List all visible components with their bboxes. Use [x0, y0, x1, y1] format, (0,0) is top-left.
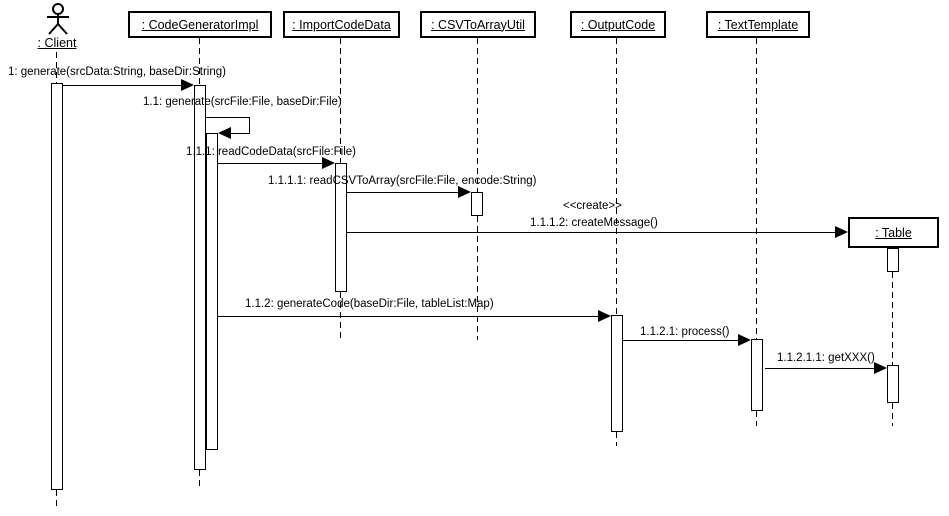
message-label: 1.1.2.1: process() [640, 326, 730, 338]
message-label: 1.1.1.1: readCSVToArray(srcFile:File, en… [268, 175, 537, 187]
message-line [218, 316, 598, 317]
lifeline-box-label: : OutputCode [580, 17, 656, 32]
object-box-table[interactable]: : Table [848, 217, 939, 248]
lifeline-box-import-code-data[interactable]: : ImportCodeData [283, 11, 400, 38]
message-line [347, 192, 458, 193]
stereotype-label: <<create>> [563, 200, 622, 212]
activation-import-code-data[interactable] [335, 163, 347, 292]
activation-output-code[interactable] [611, 315, 623, 432]
lifeline-box-label: : CSVToArrayUtil [431, 17, 525, 32]
lifeline-table-seg2 [892, 403, 893, 426]
self-message-top-line [206, 117, 250, 118]
actor-label: : Client [37, 36, 77, 50]
message-line [623, 340, 738, 341]
message-label: 1.1.2.1.1: getXXX() [777, 352, 875, 364]
activation-code-generator-impl-outer[interactable] [194, 85, 206, 470]
lifeline-box-label: : CodeGeneratorImpl [141, 17, 259, 32]
arrowhead-icon [322, 157, 335, 169]
activation-table-getxxx[interactable] [887, 365, 899, 403]
actor-stick-figure-icon [47, 3, 69, 35]
self-message-return-line [231, 133, 250, 134]
lifeline-box-label: : ImportCodeData [292, 17, 391, 32]
message-label: 1.1: generate(srcFile:File, baseDir:File… [143, 96, 342, 108]
lifeline-client-seg1 [56, 52, 57, 83]
arrowhead-icon [835, 226, 848, 238]
self-message-side-line [249, 117, 250, 133]
message-line [218, 163, 323, 164]
message-label: 1.1.1: readCodeData(srcFile:File) [186, 146, 357, 158]
message-line [63, 85, 182, 86]
arrowhead-icon [598, 310, 611, 322]
activation-csv-to-array-util[interactable] [471, 192, 483, 216]
arrowhead-icon [738, 334, 751, 346]
message-label: 1.1.1.2: createMessage() [530, 217, 658, 229]
activation-code-generator-impl-inner[interactable] [206, 133, 218, 450]
arrowhead-icon [458, 186, 471, 198]
message-label: 1.1.2: generateCode(baseDir:File, tableL… [245, 298, 494, 310]
lifeline-box-text-template[interactable]: : TextTemplate [706, 11, 810, 38]
arrowhead-icon [181, 79, 194, 91]
lifeline-text-template-seg1 [756, 38, 757, 339]
lifeline-box-csv-to-array-util[interactable]: : CSVToArrayUtil [420, 11, 536, 38]
message-label: 1: generate(srcData:String, baseDir:Stri… [8, 66, 226, 78]
lifeline-output-code-seg1 [616, 38, 617, 315]
lifeline-table-seg1 [892, 272, 893, 365]
arrowhead-icon [874, 362, 887, 374]
lifeline-box-code-generator-impl[interactable]: : CodeGeneratorImpl [128, 11, 272, 38]
object-box-label: : Table [875, 225, 912, 240]
message-line [765, 368, 874, 369]
activation-client[interactable] [51, 83, 63, 490]
arrowhead-icon [218, 127, 231, 139]
activation-text-template[interactable] [751, 339, 763, 411]
lifeline-import-code-data-seg1 [340, 38, 341, 163]
lifeline-csv-to-array-util-seg1 [477, 38, 478, 192]
lifeline-output-code-seg2 [616, 432, 617, 446]
message-line [347, 232, 835, 233]
lifeline-code-generator-impl-seg1 [199, 38, 200, 85]
activation-table-create[interactable] [887, 248, 899, 272]
lifeline-csv-to-array-util-seg2 [477, 216, 478, 340]
lifeline-text-template-seg2 [756, 411, 757, 426]
lifeline-box-output-code[interactable]: : OutputCode [570, 11, 666, 38]
lifeline-client-seg2 [56, 490, 57, 507]
lifeline-box-label: : TextTemplate [717, 17, 799, 32]
lifeline-code-generator-impl-seg2 [199, 470, 200, 490]
